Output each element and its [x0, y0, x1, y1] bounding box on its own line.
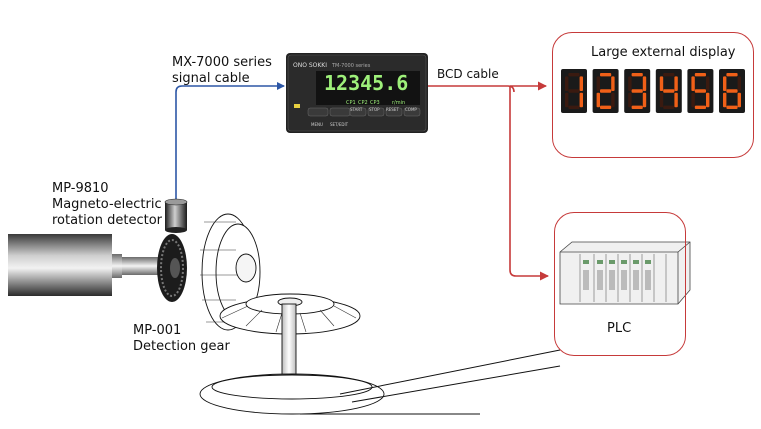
seven-segment-digits: 123456: [561, 69, 745, 113]
detector-label-line3: rotation detector: [52, 213, 162, 228]
seven-segment-digit: 3: [624, 69, 651, 113]
external-display-box: Large external display 123456: [552, 32, 754, 158]
signal-cable-line: [175, 82, 285, 200]
bcd-cable-to-plc: [509, 86, 549, 281]
signal-cable-label-line1: MX-7000 series: [172, 55, 272, 70]
tachometer-cp2: CP2: [358, 100, 368, 106]
bevel-gear-illustration: [199, 213, 561, 415]
seven-segment-digit: 1: [561, 69, 587, 113]
tachometer-unit: r/min: [392, 100, 406, 106]
seven-segment-digit: 2: [592, 69, 619, 113]
motor-illustration: [8, 234, 162, 296]
detection-gear-illustration: [157, 234, 187, 302]
bcd-cable-to-display: [428, 86, 546, 92]
rotation-detector-illustration: [164, 198, 188, 233]
tachometer-button-menu: MENU: [311, 122, 323, 127]
tachometer-device: [286, 53, 428, 133]
tachometer-button-set-edit: SET/EDIT: [330, 122, 349, 127]
plc-label: PLC: [607, 321, 632, 336]
bcd-cable-label: BCD cable: [437, 67, 499, 81]
tachometer-cp1: CP1: [346, 100, 356, 106]
seven-segment-digit: 6: [719, 69, 745, 113]
tachometer-brand: ONO SOKKI: [293, 62, 328, 69]
tachometer-model: TM-7000 series: [332, 63, 371, 69]
seven-segment-digit: 5: [687, 69, 714, 113]
gear-label-line2: Detection gear: [133, 339, 230, 354]
tachometer-button-comp: COMP: [405, 107, 417, 112]
detector-label-line1: MP-9810: [52, 181, 109, 196]
tachometer-reading: 12345.6: [324, 71, 409, 95]
plc-box: PLC: [554, 212, 686, 356]
tachometer-button-reset: RESET: [386, 107, 399, 112]
tachometer-button-start: START: [350, 107, 363, 112]
seven-segment-display: 123456: [561, 67, 745, 115]
tachometer-cp3: CP3: [370, 100, 380, 106]
seven-segment-digit: 4: [655, 69, 682, 113]
tachometer-button-stop: STOP: [369, 107, 380, 112]
detector-label-line2: Magneto-electric: [52, 197, 162, 212]
gear-label-line1: MP-001: [133, 323, 182, 338]
external-display-title: Large external display: [591, 45, 736, 60]
signal-cable-label-line2: signal cable: [172, 71, 250, 86]
plc-rack-illustration: [559, 241, 691, 305]
